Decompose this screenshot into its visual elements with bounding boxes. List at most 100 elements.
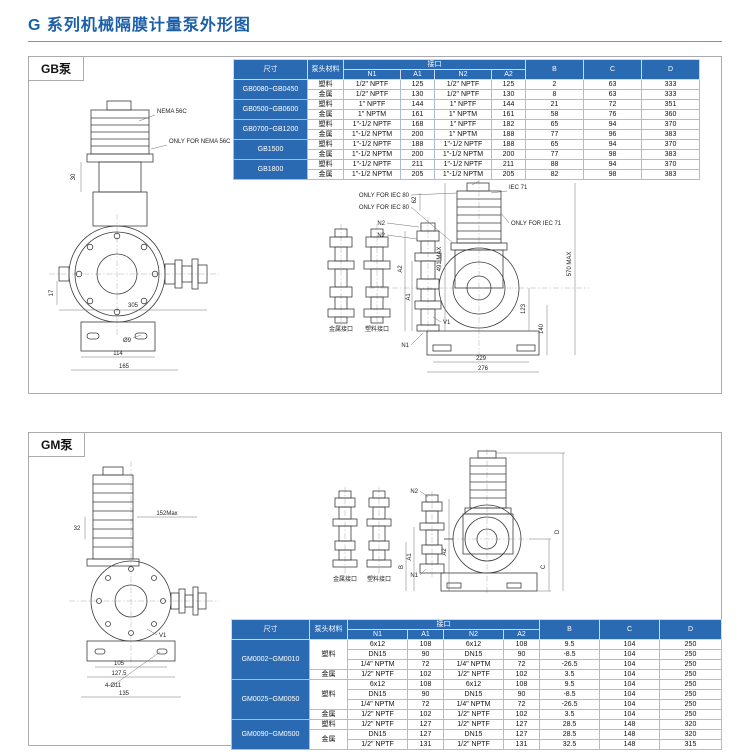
- value-cell: 58: [525, 109, 584, 120]
- value-cell: 125: [491, 79, 526, 90]
- col-header-a1: A1: [407, 629, 444, 640]
- value-cell: 1" NPTF: [434, 119, 492, 130]
- gm-panel-tab: GM泵: [29, 433, 86, 457]
- col-header-b: B: [525, 59, 584, 80]
- value-cell: 1/2" NPTF: [443, 719, 504, 730]
- gb-front-dim-lines: [56, 114, 207, 371]
- dim-label-570max: 570 MAX: [567, 252, 573, 277]
- gb-side-view: IEC 80 IEC 71 ONLY FOR IEC 80 ONLY FOR I…: [327, 175, 589, 373]
- dim-label-152max: 152Max: [156, 511, 177, 517]
- col-header-material: 泵头材料: [307, 59, 344, 80]
- gm-front-dim-lines: [81, 516, 197, 698]
- gm-side-motor: [464, 450, 512, 515]
- gb-table-wrap: 尺寸 泵头材料 接口 B C D N1 A1 N2 A2 GB0080~GB04…: [233, 59, 700, 180]
- value-cell: 90: [407, 649, 444, 660]
- gm-side-base: [440, 572, 538, 592]
- value-cell: 98: [583, 169, 642, 180]
- value-cell: 127: [407, 729, 444, 740]
- value-cell: 104: [599, 709, 660, 720]
- callout-only-nema: ONLY FOR NEMA 56C: [169, 139, 231, 145]
- gb-side-dim-lines: [386, 180, 576, 373]
- material-cell: 塑料: [307, 79, 344, 90]
- value-cell: 1/2" NPTF: [343, 89, 401, 100]
- value-cell: 77: [525, 129, 584, 140]
- size-range-cell: GM0090~GM0500: [231, 719, 310, 750]
- value-cell: 182: [491, 119, 526, 130]
- value-cell: 1" NPTF: [343, 99, 401, 110]
- size-range-cell: GB0080~GB0450: [233, 79, 308, 100]
- value-cell: 72: [583, 99, 642, 110]
- gm-side-valve-column: [419, 494, 445, 574]
- value-cell: 108: [503, 639, 540, 650]
- value-cell: 1" NPTM: [434, 129, 492, 140]
- value-cell: 9.5: [539, 679, 600, 690]
- dim-label-276: 276: [478, 366, 489, 372]
- value-cell: 1"-1/2 NPTM: [434, 149, 492, 160]
- value-cell: 104: [599, 699, 660, 710]
- value-cell: 6x12: [347, 679, 408, 690]
- dim-label-17: 17: [49, 289, 55, 296]
- value-cell: 6x12: [347, 639, 408, 650]
- col-header-d: D: [659, 619, 722, 640]
- label-plastic-port: 塑料接口: [365, 325, 389, 333]
- value-cell: 144: [491, 99, 526, 110]
- value-cell: 1/2" NPTF: [343, 79, 401, 90]
- value-cell: -26.5: [539, 699, 600, 710]
- value-cell: 21: [525, 99, 584, 110]
- material-cell: 塑料: [309, 639, 348, 670]
- value-cell: 148: [599, 719, 660, 730]
- value-cell: 144: [400, 99, 435, 110]
- value-cell: 104: [599, 649, 660, 660]
- value-cell: 98: [583, 149, 642, 160]
- value-cell: 72: [503, 699, 540, 710]
- gm-port-detail-metal: [332, 490, 358, 568]
- value-cell: 88: [525, 159, 584, 170]
- col-header-a1: A1: [400, 69, 435, 80]
- value-cell: 188: [491, 139, 526, 150]
- value-cell: 383: [641, 169, 700, 180]
- dim-label-32: 32: [74, 526, 81, 532]
- col-header-d: D: [641, 59, 700, 80]
- size-range-cell: GB1500: [233, 139, 308, 160]
- value-cell: DN15: [347, 649, 408, 660]
- value-cell: 104: [599, 679, 660, 690]
- size-range-cell: GB0700~GB1200: [233, 119, 308, 140]
- value-cell: 1"-1/2 NPTM: [343, 169, 401, 180]
- gb-front-motor: [86, 100, 154, 227]
- gm-drawing: 152Max 32 105 127.5 4-Ø11 135 V1: [69, 449, 565, 698]
- gm-panel: GM泵: [28, 432, 722, 750]
- col-header-n1: N1: [343, 69, 401, 80]
- gb-side-centerlines: [340, 179, 589, 364]
- dim-label-123: 123: [521, 303, 527, 314]
- value-cell: 250: [659, 669, 722, 680]
- value-cell: 188: [491, 129, 526, 140]
- dim-label-105: 105: [114, 661, 125, 667]
- gm-front-flange-stack: [170, 586, 207, 616]
- value-cell: 1" NPTM: [434, 109, 492, 120]
- value-cell: 1/4" NPTM: [347, 659, 408, 670]
- material-cell: 塑料: [309, 679, 348, 710]
- dim-label-a1: A1: [406, 293, 412, 301]
- callout-only-iec71: ONLY FOR IEC 71: [511, 221, 562, 227]
- value-cell: 250: [659, 679, 722, 690]
- col-header-c: C: [583, 59, 642, 80]
- value-cell: 96: [583, 129, 642, 140]
- gb-side-base: [426, 330, 540, 356]
- value-cell: 90: [503, 649, 540, 660]
- value-cell: 1"-1/2 NPTF: [434, 159, 492, 170]
- dim-label-dia9: Ø9: [123, 338, 132, 344]
- value-cell: 72: [407, 699, 444, 710]
- material-cell: 金属: [307, 109, 344, 120]
- value-cell: 94: [583, 139, 642, 150]
- material-cell: 塑料: [307, 99, 344, 110]
- dim-label-a1: A1: [407, 553, 413, 561]
- value-cell: 1/2" NPTF: [347, 709, 408, 720]
- callout-nema: NEMA 56C: [157, 109, 187, 115]
- value-cell: 250: [659, 649, 722, 660]
- value-cell: 1"-1/2 NPTF: [434, 139, 492, 150]
- port-label-n2: N2: [410, 489, 418, 495]
